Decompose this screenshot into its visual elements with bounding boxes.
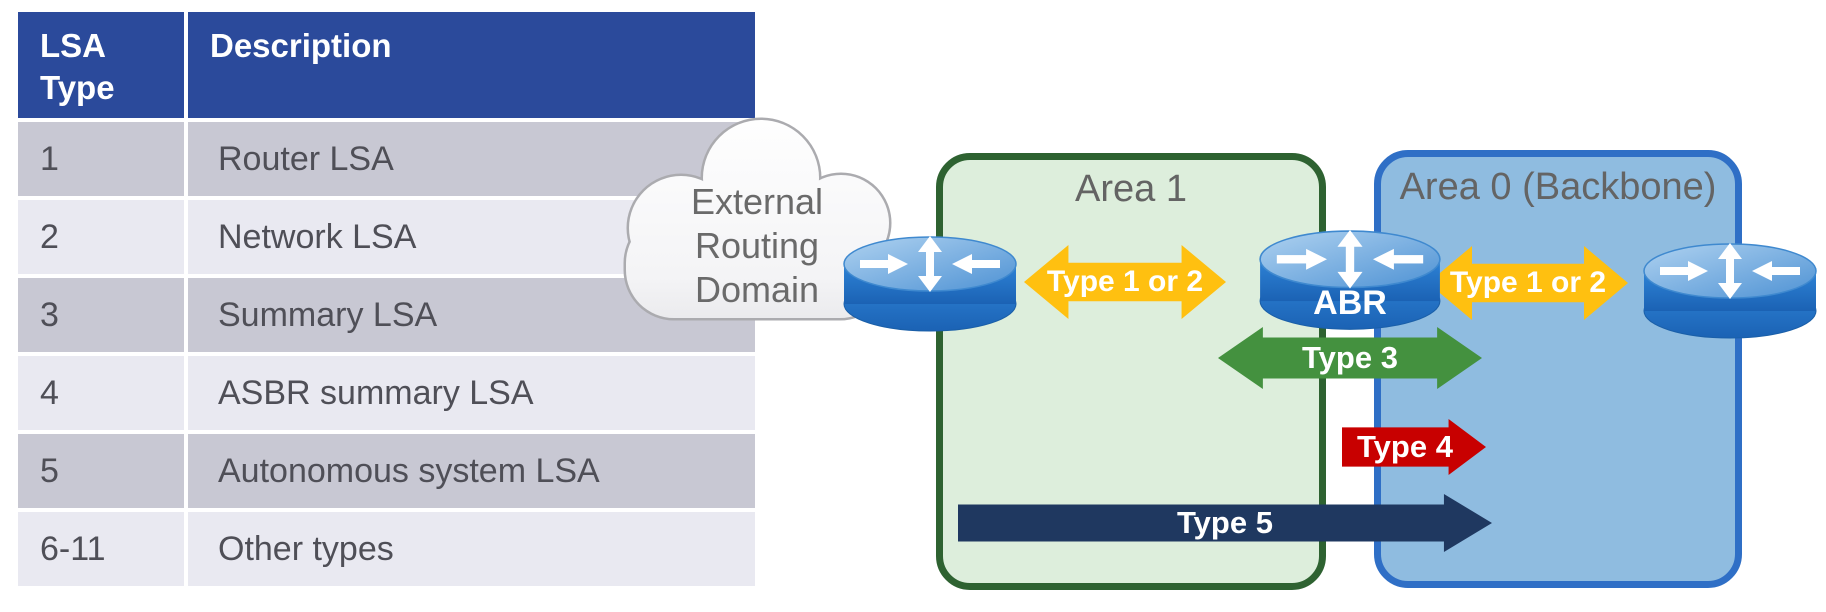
cloud-label-line2: Routing xyxy=(694,225,820,266)
cloud-icon xyxy=(623,117,892,321)
description-cell: Router LSA xyxy=(188,122,755,196)
area-0-label: Area 0 (Backbone) xyxy=(1399,166,1717,208)
lsa-type-cell: 5 xyxy=(18,434,184,508)
router-arrows-glyph xyxy=(860,236,1000,292)
arrow-label: Type 4 xyxy=(1357,429,1453,464)
description-cell: Autonomous system LSA xyxy=(188,434,755,508)
backbone-router-icon xyxy=(1643,243,1817,339)
cloud-label: External Routing Domain xyxy=(596,180,918,312)
description-cell: ASBR summary LSA xyxy=(188,356,755,430)
lsa-type-cell: 2 xyxy=(18,200,184,274)
arrow-label: Type 5 xyxy=(1177,505,1273,540)
type-3-arrow: Type 3 xyxy=(1218,327,1482,389)
cloud-label-line1: External xyxy=(690,181,824,222)
lsa-type-cell: 3 xyxy=(18,278,184,352)
lsa-type-cell: 4 xyxy=(18,356,184,430)
router-arrows-glyph xyxy=(1276,230,1424,289)
arrow-label: Type 1 or 2 xyxy=(1449,266,1607,299)
router-arrows-glyph xyxy=(1660,243,1800,299)
cloud-label-line3: Domain xyxy=(694,269,820,310)
arrow-label: Type 3 xyxy=(1302,340,1398,375)
area-1-label: Area 1 xyxy=(1075,168,1187,210)
lsa-type-cell: 6-11 xyxy=(18,512,184,586)
description-header: Description xyxy=(188,12,755,118)
external-router-icon xyxy=(843,236,1017,332)
abr-router-icon xyxy=(1259,230,1441,330)
abr-label: ABR xyxy=(1313,284,1387,322)
description-cell: Other types xyxy=(188,512,755,586)
lsa-type-cell: 1 xyxy=(18,122,184,196)
arrow-label: Type 1 or 2 xyxy=(1046,265,1204,298)
lsa-type-header: LSA Type xyxy=(18,12,184,118)
